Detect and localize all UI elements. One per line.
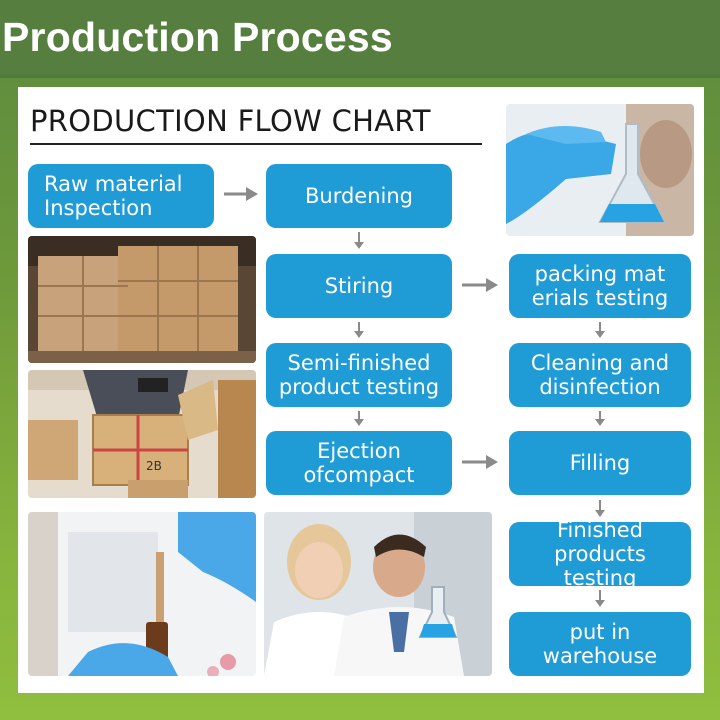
dropper-lab-photo (28, 512, 256, 676)
arrow-down-icon (595, 500, 605, 517)
page-title: Production Process (2, 14, 393, 60)
arrow-down-icon (595, 590, 605, 607)
arrow-down-icon (354, 322, 364, 338)
arrow-right-icon (462, 278, 498, 292)
worker-scanning-photo: 2B (28, 370, 256, 498)
arrow-down-icon (595, 322, 605, 338)
step-burdening: Burdening (266, 164, 452, 228)
step-filling: Filling (509, 431, 691, 495)
arrow-right-icon (224, 187, 258, 201)
step-raw-material-inspection: Raw material Inspection (28, 164, 214, 228)
lab-flask-photo (506, 104, 694, 236)
arrow-down-icon (595, 411, 605, 426)
arrow-down-icon (354, 411, 364, 426)
scientists-photo (264, 512, 492, 676)
arrow-right-icon (462, 455, 498, 469)
step-ejection-of-compact: Ejection ofcompact (266, 431, 452, 495)
step-cleaning-and-disinfection: Cleaning and disinfection (509, 343, 691, 407)
step-put-in-warehouse: put in warehouse (509, 612, 691, 676)
step-stiring: Stiring (266, 254, 452, 318)
title-underline (30, 143, 482, 145)
step-semi-finished-product-testing: Semi-finished product testing (266, 343, 452, 407)
step-packing-materials-testing: packing mat erials testing (509, 254, 691, 318)
warehouse-boxes-photo (28, 236, 256, 363)
header-banner: Production Process (0, 0, 720, 78)
arrow-down-icon (354, 232, 364, 249)
svg-text:2B: 2B (146, 459, 162, 473)
step-finished-products-testing: Finished products testing (509, 518, 691, 590)
chart-title: PRODUCTION FLOW CHART (30, 104, 431, 138)
